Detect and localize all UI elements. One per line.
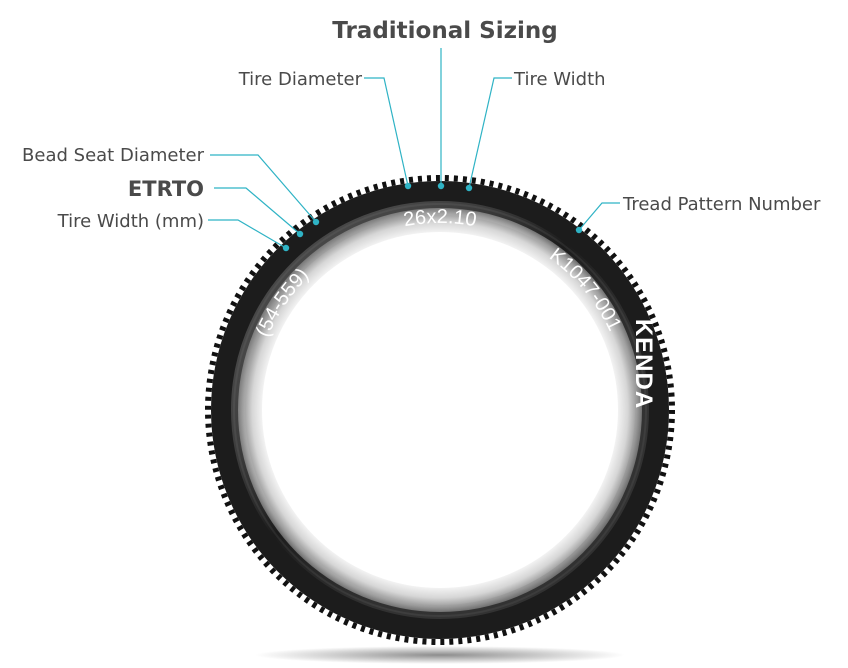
tire-traditional-size: 26x2.10 [402,206,478,231]
label-tire-width: Tire Width [513,69,606,90]
tire-shadow [255,646,625,664]
rim-inner-edge [262,232,618,588]
leader-tire-width-mm [208,219,287,249]
label-tread-pattern-number: Tread Pattern Number [622,194,821,215]
diagram-title: Traditional Sizing [332,18,557,44]
dot-tread-pattern-number [575,226,583,234]
label-etrto: ETRTO [128,177,204,201]
leader-etrto [214,187,301,235]
rim-sheen [231,201,649,619]
dot-tire-diameter [404,182,412,190]
dot-bead-seat-diameter [312,218,320,226]
leader-tread-pattern-number [578,202,620,231]
label-tire-width-mm: Tire Width (mm) [57,211,204,232]
dot-traditional-sizing [437,182,445,190]
label-tire-diameter: Tire Diameter [238,69,363,90]
tire-brand: KENDA [630,319,657,409]
leader-tire-width [468,77,512,189]
leader-tire-diameter [364,77,409,187]
dot-tire-width [465,184,473,192]
label-bead-seat-diameter: Bead Seat Diameter [22,145,205,166]
dot-tire-width-mm [282,244,290,252]
dot-etrto [296,230,304,238]
leader-bead-seat-diameter [210,154,317,223]
tire-tread-knobs [205,175,675,645]
